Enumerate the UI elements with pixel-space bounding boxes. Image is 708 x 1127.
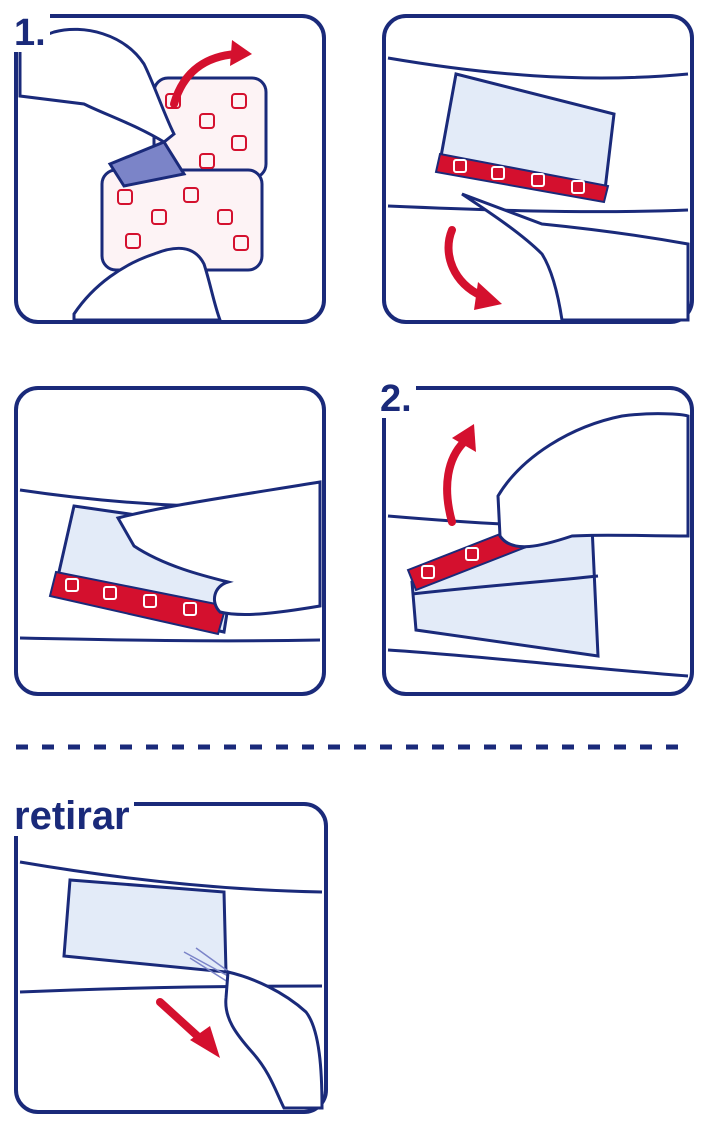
- arrow-down-right-icon: [156, 998, 208, 1046]
- hand-lower: [72, 246, 223, 322]
- arm-bottom-line: [19, 636, 321, 643]
- arm-top-line: [387, 56, 689, 80]
- panel-remove-dressing: [14, 802, 328, 1114]
- panel-step2-remove-frame: [382, 386, 694, 696]
- arrow-up-icon: [443, 438, 468, 526]
- hand-upper: [18, 27, 176, 144]
- arrow-up-icon: [170, 50, 240, 108]
- hand: [496, 412, 690, 549]
- fold-line: [411, 574, 599, 596]
- red-frame-strip: [48, 570, 228, 636]
- arrow-down-icon: [444, 226, 486, 300]
- liner-flap: [107, 140, 187, 188]
- transparent-film: [62, 878, 228, 974]
- panel-step2-illustration: [382, 386, 694, 696]
- panel-smooth-illustration: [14, 386, 326, 696]
- stretch-lines: [183, 947, 233, 983]
- arrow-head-icon: [190, 1026, 220, 1058]
- panel-remove-illustration: [14, 802, 328, 1114]
- panel-step1-peel-liner: [14, 14, 326, 324]
- panel-smooth-dressing: [14, 386, 326, 696]
- arrow-head-icon: [230, 40, 252, 66]
- panel-step1-apply: [382, 14, 694, 324]
- arm-bottom-line: [387, 648, 689, 678]
- step-1-label: 1.: [10, 14, 50, 52]
- hand: [115, 480, 322, 616]
- red-frame-strip: [434, 152, 610, 204]
- arrow-head-icon: [474, 282, 502, 310]
- dressing-liner-1: [100, 76, 268, 272]
- arrow-head-icon: [452, 424, 476, 452]
- step-2-label: 2.: [376, 380, 416, 418]
- arm-top-line: [19, 860, 323, 894]
- arm-bottom-line: [387, 204, 689, 214]
- hand: [461, 192, 690, 322]
- remove-label: retirar: [10, 796, 134, 836]
- section-divider: [16, 744, 692, 750]
- panel-step1b-illustration: [382, 14, 694, 324]
- hand: [224, 970, 324, 1110]
- arm-bottom-line: [19, 984, 323, 994]
- panel-step1-illustration: [14, 14, 326, 324]
